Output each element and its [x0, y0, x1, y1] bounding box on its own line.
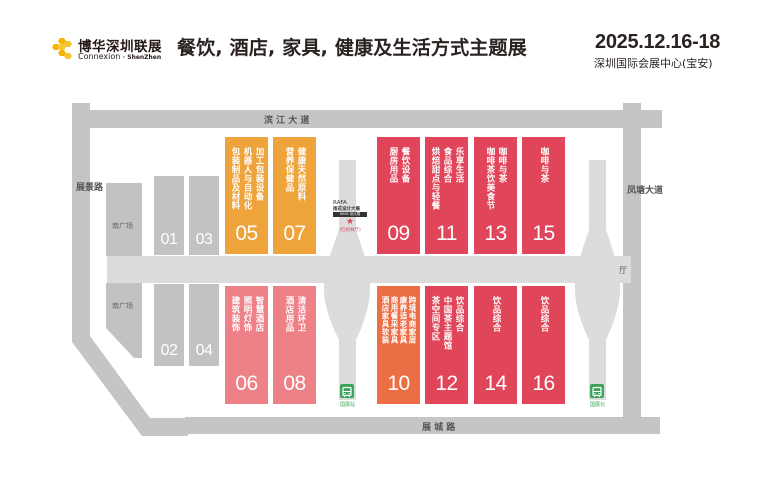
hall-13[interactable]: 咖啡与茶 咖啡茶饮美食节 13 [474, 137, 517, 254]
hall-category: 加工包装设备 [254, 147, 264, 201]
hall-number: 03 [195, 231, 213, 248]
road-west-diagonal [72, 328, 90, 329]
hall-category: 照明灯饰 [242, 296, 252, 332]
hall-category: 厨房用品 [388, 147, 398, 183]
south-plaza-upper-label: 南广场 [112, 222, 133, 230]
hall-category: 咖啡与茶 [497, 147, 507, 183]
hall-16[interactable]: 饮品综合 16 [522, 286, 565, 404]
hall-11[interactable]: 乐享生活 食品综合 烘焙甜点与轻餐 11 [425, 137, 468, 254]
hall-number: 12 [435, 372, 458, 395]
hall-category: 康养适老家具 [399, 296, 408, 344]
hall-category: 餐饮设备 [400, 147, 410, 183]
south-bottle-hall [324, 160, 370, 400]
hall-number: 14 [484, 372, 507, 395]
hall-15[interactable]: 咖啡与茶 15 [522, 137, 565, 254]
hall-category: 乐享生活 [454, 147, 464, 183]
bus-stop-north-label: 国展北 [590, 402, 606, 408]
hall-number: 15 [532, 222, 555, 245]
road-label-south: 展 城 路 [422, 423, 456, 433]
bus-icon-south [340, 384, 354, 398]
rafa-line2: 雨花设计大展 [333, 207, 360, 212]
hall-category: 咖啡茶饮美食节 [485, 147, 495, 210]
hall-category: 健康天然原料 [296, 147, 306, 201]
hall-number: 06 [235, 372, 258, 395]
hall-03[interactable]: 03 [189, 176, 219, 255]
hall-category: 智慧酒店 [254, 296, 264, 332]
logo-chinese-name: 博华深圳联展 [78, 39, 162, 55]
bus-icon-north [590, 384, 604, 398]
hall-number: 05 [235, 222, 258, 245]
logo-en-sub: · ShenZhen [122, 54, 162, 61]
hall-category: 中国茶主题馆 [442, 296, 452, 350]
hall-category: 烘焙甜点与轻餐 [430, 147, 440, 210]
hall-number: 07 [283, 222, 306, 245]
hall-number: 01 [160, 231, 178, 248]
road-label-north: 滨 江 大 道 [264, 116, 310, 126]
hall-category: 建筑装饰 [230, 296, 240, 332]
hall-category: 跨境电商家居 [408, 296, 417, 344]
hall-category: 食品综合 [442, 147, 452, 183]
page-title: 餐饮, 酒店, 家具, 健康及生活方式主题展 [177, 37, 527, 59]
event-venue: 深圳国际会展中心(宝安) [594, 57, 713, 70]
hall-category: 酒店家具软装 [381, 296, 390, 344]
connexion-logo-icon [52, 37, 74, 59]
road-label-east: 凤塘大道 [627, 186, 664, 196]
event-date: 2025.12.16-18 [595, 31, 721, 53]
hall-06[interactable]: 智慧酒店 照明灯饰 建筑装饰 06 [225, 286, 268, 404]
hall-number: 11 [436, 222, 457, 245]
road-binjiang-north [72, 110, 662, 128]
logo-english-name: Connexion · ShenZhen [78, 52, 161, 61]
south-plaza-upper [106, 183, 142, 256]
south-plaza-lower [106, 283, 142, 358]
hall-02[interactable]: 02 [154, 284, 184, 366]
hall-category: 包装制品及材料 [230, 147, 240, 210]
hall-01[interactable]: 01 [154, 176, 184, 255]
hall-08[interactable]: 清洁环卫 酒店用品 08 [273, 286, 316, 404]
hall-05[interactable]: 加工包装设备 机器人与自动化 包装制品及材料 05 [225, 137, 268, 254]
hall-number: 09 [387, 222, 410, 245]
hall-category: 营养保健品 [284, 147, 294, 192]
south-plaza-lower-label: 南广场 [112, 302, 133, 310]
road-label-west: 展景路 [76, 180, 103, 196]
hall-category: 清洁环卫 [296, 296, 306, 332]
hall-number: 04 [195, 342, 213, 359]
hall-04[interactable]: 04 [189, 284, 219, 366]
hall-number: 08 [283, 372, 306, 395]
hall-category: 机器人与自动化 [242, 147, 252, 210]
hall-number: 16 [532, 372, 555, 395]
hall-number: 02 [160, 342, 178, 359]
road-zhancheng-south [185, 417, 660, 434]
hall-number: 10 [387, 372, 410, 395]
rafa-line3: RAFA 设计展 [333, 212, 367, 217]
hall-category: 饮品综合 [539, 296, 549, 332]
hall-category: 酒店用品 [284, 296, 294, 332]
hall-category: 饮品综合 [491, 296, 501, 332]
bus-stop-south-label: 国展站 [340, 402, 356, 408]
logo-en-main: Connexion [78, 52, 121, 61]
hall-07[interactable]: 健康天然原料 营养保健品 07 [273, 137, 316, 254]
road-west-diagonal-segment [72, 330, 188, 436]
hall-category: 咖啡与茶 [539, 147, 549, 183]
hall-09[interactable]: 餐饮设备 厨房用品 09 [377, 137, 420, 254]
hall-category: 茶空间专区 [430, 296, 440, 341]
hall-category: 饮品综合 [454, 296, 464, 332]
hall-12[interactable]: 饮品综合 中国茶主题馆 茶空间专区 12 [425, 286, 468, 404]
north-bottle-hall [575, 160, 620, 400]
rafa-line1: RAFA [333, 200, 347, 206]
rafa-exhibit: RAFA 雨花设计大展 RAFA 设计展 ★ (红树林厅) [333, 200, 367, 233]
hall-10[interactable]: 跨境电商家居 康养适老家具 商用餐采家具 酒店家具软装 10 [377, 286, 420, 404]
rafa-hall-name: (红树林厅) [339, 228, 361, 233]
hall-number: 13 [484, 222, 507, 245]
road-zhanjing-west [72, 103, 90, 338]
star-icon: ★ [345, 217, 355, 227]
hall-category: 商用餐采家具 [390, 296, 399, 344]
hall-14[interactable]: 饮品综合 14 [474, 286, 517, 404]
road-fengtang-east [623, 103, 641, 431]
